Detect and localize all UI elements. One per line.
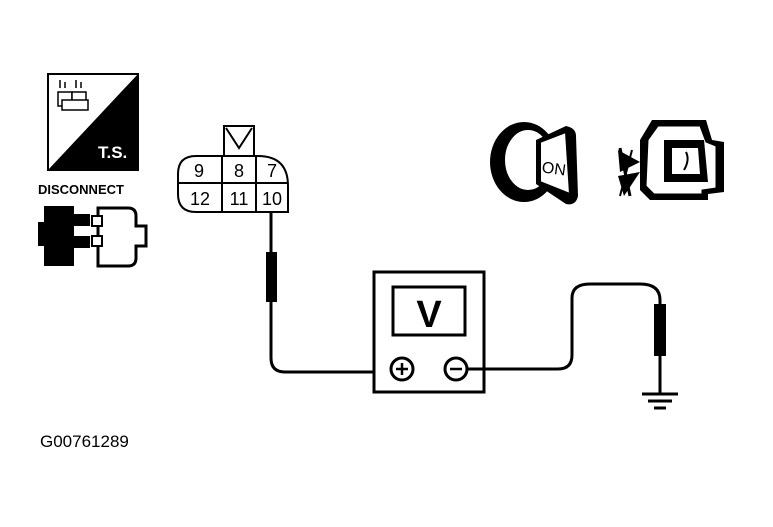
minus-terminal-icon — [443, 356, 469, 382]
probe-wire-positive — [266, 212, 388, 374]
pin-8: 8 — [234, 161, 244, 181]
engine-icon — [618, 120, 724, 200]
plus-terminal-icon — [389, 356, 415, 382]
voltmeter: V — [372, 270, 486, 394]
probe-wire-negative — [467, 282, 666, 394]
relay-icon — [57, 80, 89, 111]
disconnect-icon: DISCONNECT — [38, 182, 148, 268]
ignition-key-icon: ON — [490, 122, 578, 205]
connector: 9 8 7 12 11 10 — [177, 125, 289, 213]
pin-9: 9 — [194, 161, 204, 181]
ground-icon — [642, 392, 678, 410]
ts-label: T.S. — [98, 143, 127, 162]
ts-icon: T.S. — [47, 73, 139, 171]
pin-12: 12 — [190, 189, 210, 209]
ignition-on-label: ON — [541, 159, 567, 179]
pin-7: 7 — [267, 161, 277, 181]
disconnect-label: DISCONNECT — [38, 182, 124, 197]
voltmeter-letter: V — [416, 294, 442, 336]
figure-id: G00761289 — [40, 432, 129, 451]
pin-10: 10 — [262, 189, 282, 209]
pin-11: 11 — [230, 189, 249, 209]
